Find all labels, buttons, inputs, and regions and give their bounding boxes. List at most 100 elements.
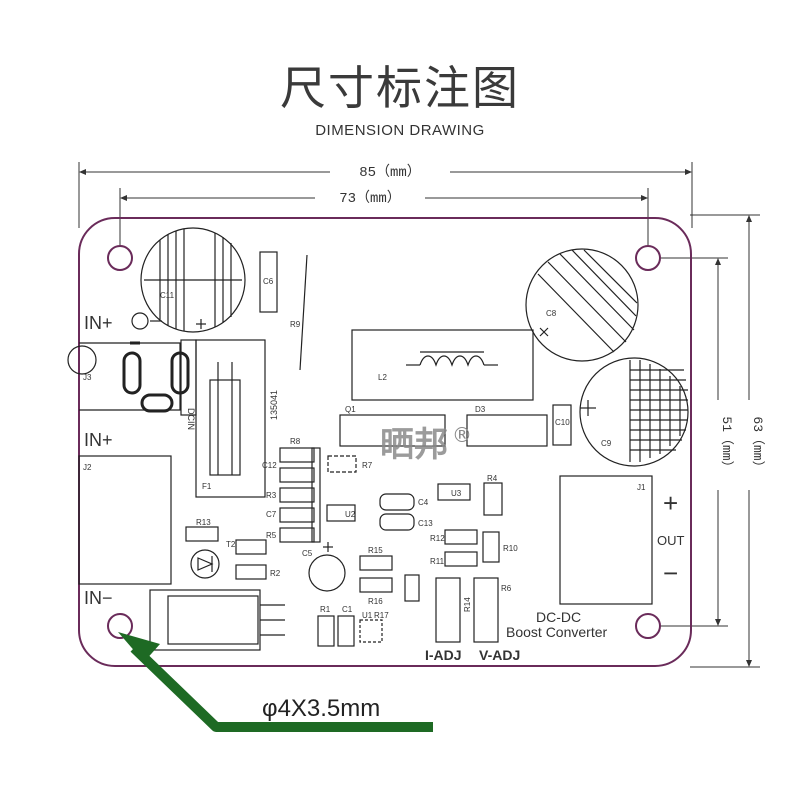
diode-d3	[466, 414, 548, 447]
barrel-jack-j3	[67, 341, 190, 413]
potentiometer-r6	[473, 577, 499, 643]
dcdc-label: DC-DC	[536, 609, 581, 625]
i-adj-label: I-ADJ	[425, 647, 462, 663]
dim-73-label: 73（mm）	[339, 190, 401, 207]
watermark: 晒邦	[380, 425, 448, 465]
v-adj-label: V-ADJ	[479, 647, 520, 663]
ic-u2	[326, 504, 356, 522]
pad-j3-b	[170, 351, 190, 395]
label-r11: R11	[430, 557, 445, 566]
resistor-r4	[483, 482, 503, 516]
ic-u3	[437, 483, 471, 501]
dcin-label: DCIN	[186, 408, 196, 430]
label-c4: C4	[418, 498, 429, 507]
boost-converter-label: Boost Converter	[506, 624, 607, 640]
label-r8: R8	[290, 437, 301, 446]
label-c10: C10	[555, 418, 570, 427]
label-j1: J1	[637, 483, 646, 492]
label-r12: R12	[430, 534, 445, 543]
label-r1: R1	[320, 605, 331, 614]
label-j2: J2	[83, 463, 92, 472]
label-r13: R13	[196, 518, 211, 527]
label-r6: R6	[501, 584, 512, 593]
transistor-q1	[339, 414, 446, 447]
dim-51-label: 51（mm）	[719, 416, 734, 473]
in-plus-barrel-label: IN+	[84, 313, 113, 333]
label-c11: C11	[160, 291, 175, 300]
label-r5: R5	[266, 531, 277, 540]
capacitor-c6	[259, 251, 278, 313]
capacitor-c4	[379, 493, 415, 511]
resistor-r15	[359, 555, 393, 571]
dim-63-label: 63（mm）	[750, 416, 765, 473]
hole-callout-arrow	[118, 632, 433, 732]
label-u1: U1	[362, 611, 373, 620]
capacitor-c11	[140, 227, 246, 333]
label-l2: L2	[378, 373, 387, 382]
resistor-r9	[299, 254, 308, 371]
resistor-r7	[327, 455, 357, 473]
in-plus-label: IN+	[84, 430, 113, 450]
fuse-f1	[195, 339, 266, 498]
label-d3: D3	[475, 405, 486, 414]
resistor-r1	[317, 615, 335, 647]
led-indicator	[190, 549, 220, 579]
diode-small	[404, 574, 420, 602]
label-r15: R15	[368, 546, 383, 555]
label-r14: R14	[463, 597, 472, 612]
passive-stack-left	[279, 447, 321, 543]
label-q1: Q1	[345, 405, 356, 414]
potentiometer-r14	[435, 577, 461, 643]
label-c13: C13	[418, 519, 433, 528]
mounting-holes	[107, 245, 661, 639]
terminal-j1	[559, 475, 653, 605]
label-c5: C5	[302, 549, 313, 558]
label-r17: R17	[374, 611, 389, 620]
label-r16: R16	[368, 597, 383, 606]
page-subtitle: DIMENSION DRAWING	[315, 122, 485, 139]
board-outline	[78, 217, 692, 667]
label-c7: C7	[266, 510, 277, 519]
watermark-registered: ®	[452, 423, 472, 447]
label-c8: C8	[546, 309, 557, 318]
label-f1: F1	[202, 482, 212, 491]
out-minus-label: −	[663, 558, 678, 588]
input-connector	[149, 589, 285, 651]
dim-85-label: 85（mm）	[359, 164, 421, 181]
label-r3: R3	[266, 491, 277, 500]
part-number: 135041	[269, 390, 279, 420]
label-c12: C12	[262, 461, 277, 470]
resistor-r12	[444, 529, 478, 545]
ic-u1	[359, 619, 383, 643]
resistor-r13	[185, 526, 219, 542]
mounting-hole-bottom-right	[635, 613, 661, 639]
label-u3: U3	[451, 489, 462, 498]
pad-j3-c	[140, 393, 174, 413]
out-plus-label: +	[663, 488, 678, 518]
mounting-hole-top-right	[635, 245, 661, 271]
label-j3: J3	[83, 373, 92, 382]
in-plus-pad	[131, 312, 149, 330]
inductor-l2	[351, 329, 534, 401]
mounting-hole-top-left	[107, 245, 133, 271]
transistor-t2	[235, 539, 267, 555]
label-c1: C1	[342, 605, 353, 614]
label-u2: U2	[345, 510, 356, 519]
label-r2: R2	[270, 569, 281, 578]
resistor-r11	[444, 551, 478, 567]
capacitor-c8	[525, 248, 639, 362]
hole-callout-label: φ4X3.5mm	[262, 695, 380, 722]
label-c9: C9	[601, 439, 612, 448]
label-r9: R9	[290, 320, 301, 329]
capacitor-c5	[308, 542, 346, 592]
capacitor-c1	[337, 615, 355, 647]
resistor-r2	[235, 564, 267, 580]
label-c6: C6	[263, 277, 274, 286]
label-r7: R7	[362, 461, 373, 470]
capacitor-c9	[579, 357, 689, 467]
terminal-j2	[78, 455, 172, 585]
pad-j3-a	[122, 351, 142, 395]
out-label: OUT	[657, 533, 685, 548]
capacitor-c13	[379, 513, 415, 531]
